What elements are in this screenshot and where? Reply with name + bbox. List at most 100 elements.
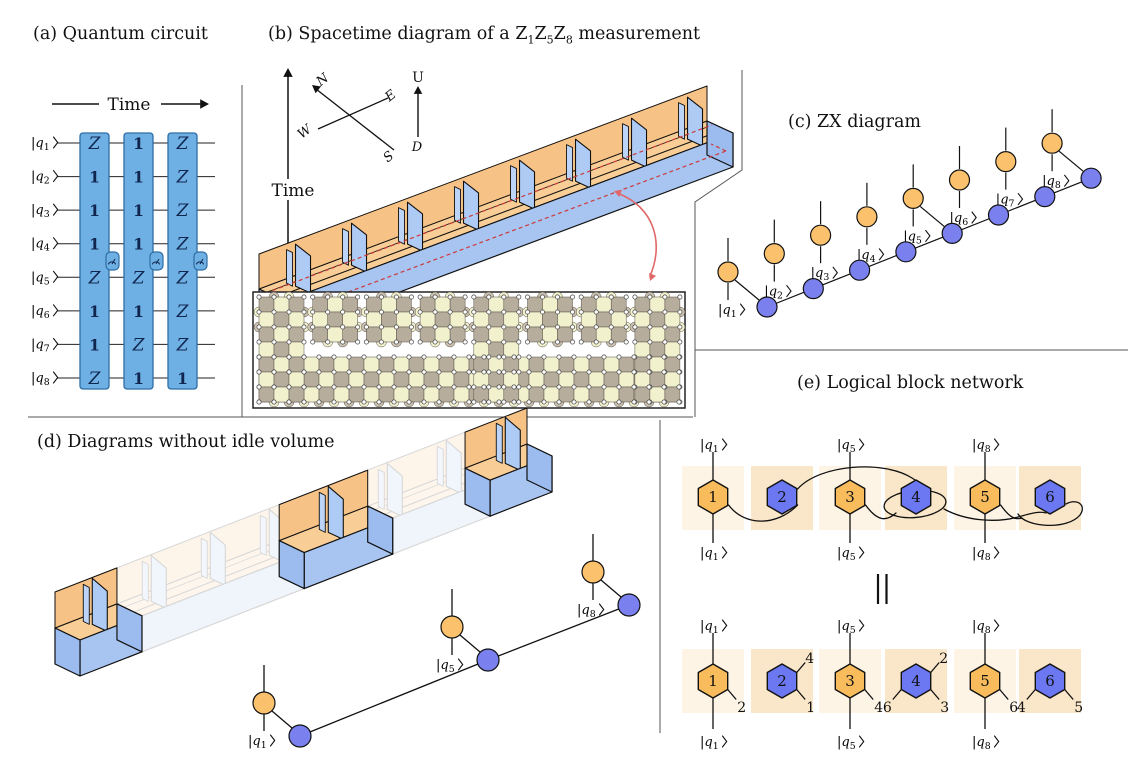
panel-d-no-idle: |q1|q5|q8: [54, 407, 641, 751]
lattice-vertex: [346, 399, 352, 405]
ket-bracket: [858, 619, 865, 632]
lattice-cell: [649, 296, 666, 313]
slice-arrow: [614, 189, 658, 281]
lattice-vertex: [340, 339, 346, 345]
ket-text: |q7: [31, 337, 50, 354]
lattice-vertex: [556, 384, 562, 390]
lattice-cell: [366, 326, 382, 343]
lattice-cell: [488, 326, 505, 343]
compass-w: W: [295, 121, 316, 142]
lattice-cell: [258, 341, 275, 358]
lattice-vertex: [471, 324, 477, 330]
zx-z-node: [902, 187, 924, 209]
lattice-cell: [288, 386, 305, 403]
lattice-cell: [303, 356, 320, 373]
gate-z: Z: [176, 134, 190, 154]
ket-text: |q1: [700, 735, 719, 752]
block-number: 4: [911, 672, 921, 690]
lattice-cell: [288, 371, 305, 388]
ket-bracket: [832, 266, 838, 279]
lattice-vertex: [647, 324, 653, 330]
patch-fin-back: [141, 560, 149, 602]
lattice-vertex: [486, 324, 492, 330]
lattice-vertex: [378, 324, 384, 330]
ket-bracket: [52, 304, 59, 317]
lattice-vertex: [378, 339, 384, 345]
logical-block-hex: [1034, 479, 1066, 515]
port-stub: [930, 662, 940, 673]
ket-text: |q1: [700, 546, 719, 563]
ket-label: |q7: [996, 193, 1024, 210]
lattice-cell: [258, 296, 275, 313]
stabilizer-bump: [613, 401, 625, 408]
lattice-cell: [558, 386, 575, 403]
lattice-vertex: [310, 339, 316, 345]
lattice-vertex: [256, 309, 262, 315]
lattice-vertex: [256, 369, 262, 375]
lattice-vertex: [481, 399, 487, 405]
measure-icon: [105, 251, 120, 271]
lattice-vertex: [301, 384, 307, 390]
lattice-vertex: [647, 309, 653, 315]
ket-label: |q2: [31, 170, 59, 187]
stabilizer-bump: [444, 341, 456, 348]
block-number: 2: [777, 488, 787, 506]
stabilizer-bump: [568, 401, 580, 408]
measure-icon: [149, 251, 164, 271]
lattice-vertex: [623, 339, 629, 345]
lattice-vertex: [677, 309, 683, 315]
lattice-cell: [580, 326, 597, 343]
block-number: 4: [911, 488, 921, 506]
beam-end-face: [54, 627, 81, 677]
compass-e: E: [382, 87, 400, 106]
lattice-cell: [473, 326, 490, 343]
gate-z: Z: [176, 335, 190, 355]
lattice-vertex: [661, 399, 667, 405]
patch-fin-back: [318, 491, 326, 533]
lattice-vertex: [325, 324, 331, 330]
gate-identity: 1: [133, 302, 144, 321]
lattice-vertex: [466, 369, 472, 375]
ket-bracket: [993, 735, 1000, 748]
lattice-vertex: [631, 369, 637, 375]
lattice-cell: [434, 311, 451, 328]
lattice-vertex: [301, 354, 307, 360]
ket-label: |q1: [700, 735, 728, 752]
stabilizer-bump: [414, 321, 421, 333]
stabilizer-bump: [583, 401, 595, 408]
block-number: 2: [777, 672, 787, 690]
lattice-vertex: [481, 354, 487, 360]
lattice-cell: [618, 386, 635, 403]
lattice-vertex: [421, 369, 427, 375]
lattice-vertex: [301, 399, 307, 405]
ket-text: |q1: [31, 136, 50, 153]
lattice-vertex: [393, 324, 399, 330]
lattice-cell: [580, 311, 597, 328]
lattice-vertex: [421, 399, 427, 405]
stabilizer-bump: [605, 291, 617, 298]
zx-x-node: [941, 222, 963, 244]
port-number: 4: [874, 700, 883, 716]
lattice-vertex: [316, 369, 322, 375]
lattice-vertex: [586, 354, 592, 360]
ket-label: |q1: [700, 438, 728, 455]
stabilizer-bump: [590, 291, 602, 298]
lattice-vertex: [571, 399, 577, 405]
lattice-cell: [488, 356, 505, 373]
lattice-cell: [664, 341, 681, 358]
lattice-cell: [363, 356, 380, 373]
lattice-vertex: [376, 384, 382, 390]
stabilizer-bump: [343, 401, 355, 408]
lattice-cell: [527, 326, 543, 343]
lattice-vertex: [540, 294, 545, 300]
lattice-cell: [453, 371, 470, 388]
lattice-vertex: [447, 309, 453, 315]
beam-end-face: [278, 539, 305, 590]
lattice-vertex: [526, 369, 532, 375]
zx-x-node: [987, 204, 1010, 226]
panel-b-title-suffix: measurement: [572, 24, 701, 44]
port-number: 4: [805, 651, 814, 667]
port-number: 5: [1074, 700, 1083, 716]
patch-fin: [386, 462, 403, 517]
